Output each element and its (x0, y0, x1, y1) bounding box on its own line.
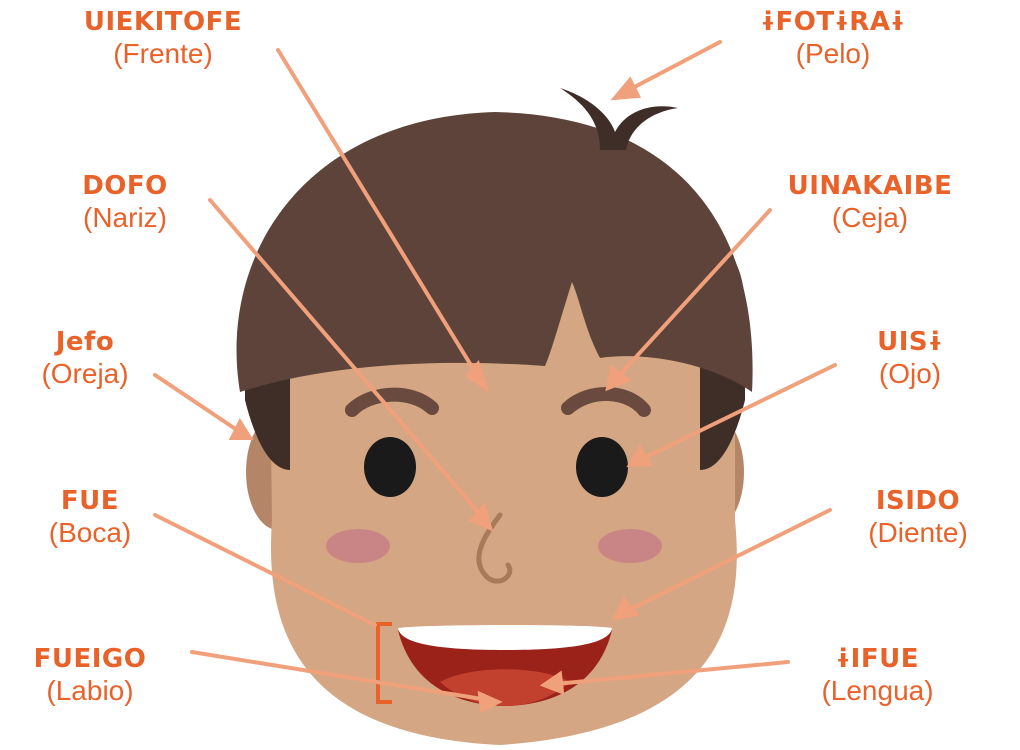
label-dofo: DOFO (Nariz) (55, 172, 195, 234)
right-cheek (598, 529, 662, 563)
label-word: ɨIFUE (790, 645, 965, 675)
label-translation: (Ojo) (845, 358, 975, 390)
label-word: UINAKAIBE (770, 172, 970, 202)
left-eye (364, 437, 416, 497)
left-cheek (326, 529, 390, 563)
label-fotrar: ɨFOTɨRAɨ (Pelo) (738, 8, 928, 70)
label-jefo: Jefo (Oreja) (15, 328, 155, 390)
label-translation: (Frente) (68, 38, 258, 70)
label-word: UIEKITOFE (68, 8, 258, 38)
label-translation: (Pelo) (738, 38, 928, 70)
label-translation: (Diente) (838, 517, 998, 549)
label-word: DOFO (55, 172, 195, 202)
label-word: UISɨ (845, 328, 975, 358)
label-uisi: UISɨ (Ojo) (845, 328, 975, 390)
label-translation: (Labio) (10, 675, 170, 707)
pointer-pelo-head (615, 80, 638, 98)
label-translation: (Ceja) (770, 202, 970, 234)
label-ifue: ɨIFUE (Lengua) (790, 645, 965, 707)
label-word: Jefo (15, 328, 155, 358)
pointer-oreja (155, 375, 240, 432)
pointer-pelo (625, 42, 720, 92)
pointer-oreja-head (232, 422, 250, 438)
label-word: FUE (20, 487, 160, 517)
label-translation: (Lengua) (790, 675, 965, 707)
label-word: ISIDO (838, 487, 998, 517)
label-translation: (Boca) (20, 517, 160, 549)
label-word: ɨFOTɨRAɨ (738, 8, 928, 38)
label-fueigo: FUEIGO (Labio) (10, 645, 170, 707)
hair (237, 112, 753, 392)
label-translation: (Nariz) (55, 202, 195, 234)
label-uinakaibe: UINAKAIBE (Ceja) (770, 172, 970, 234)
label-isido: ISIDO (Diente) (838, 487, 998, 549)
label-uiekitofe: UIEKITOFE (Frente) (68, 8, 258, 70)
label-fue: FUE (Boca) (20, 487, 160, 549)
label-translation: (Oreja) (15, 358, 155, 390)
label-word: FUEIGO (10, 645, 170, 675)
right-eye (576, 437, 628, 497)
